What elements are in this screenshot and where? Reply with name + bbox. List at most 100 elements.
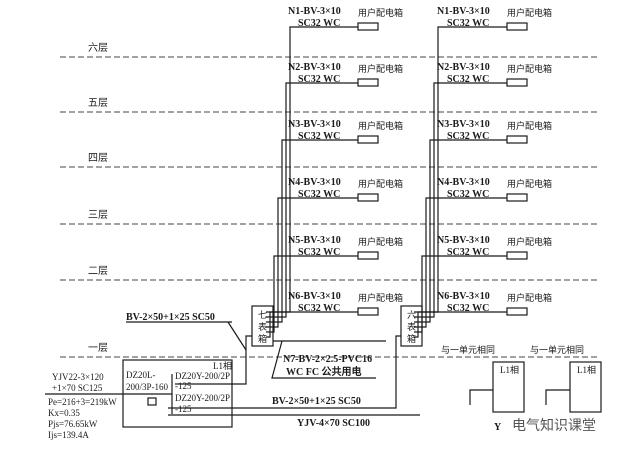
meter-box-6-label: 箱 <box>407 333 416 344</box>
incoming-conduit: +1×70 SC125 <box>52 383 103 393</box>
cut-off-label: Y <box>494 422 502 433</box>
main-breaker-label: DZ20L- <box>126 370 156 380</box>
user-box-label: 用户配电箱 <box>358 292 403 303</box>
branch-cable-label: N4-BV-3×10 <box>437 177 490 188</box>
branch-conduit-label: SC32 WC <box>298 303 340 314</box>
n7-label-1: N7-BV-2×2.5-PVC16 <box>283 354 372 365</box>
user-distribution-box <box>357 78 379 87</box>
unit-box-2-feed <box>469 389 493 405</box>
unit-box-label: L1相 <box>500 364 519 375</box>
user-box-label: 用户配电箱 <box>507 178 552 189</box>
floor-label: 五层 <box>88 97 108 109</box>
branch-conduit-label: SC32 WC <box>447 247 489 258</box>
user-box-label: 用户配电箱 <box>358 63 403 74</box>
branch-conduit-label: SC32 WC <box>447 18 489 29</box>
main-box-label: L1相 <box>213 360 232 371</box>
unit-box-3 <box>569 361 602 413</box>
unit-box-2 <box>492 361 525 413</box>
same-as-unit-label: 与一单元相同 <box>441 344 495 355</box>
branch-conduit-label: SC32 WC <box>447 74 489 85</box>
branch-cable-label: N6-BV-3×10 <box>437 291 490 302</box>
branch-cable-label: N2-BV-3×10 <box>437 62 490 73</box>
watermark: 电气知识课堂 <box>512 417 596 434</box>
feeder-mid-label: BV-2×50+1×25 SC50 <box>272 396 361 407</box>
branch-conduit-label: SC32 WC <box>298 18 340 29</box>
branch-cable-label: N3-BV-3×10 <box>288 119 341 130</box>
branch-cable-label: N2-BV-3×10 <box>288 62 341 73</box>
floor-label: 六层 <box>88 42 108 54</box>
user-distribution-box <box>357 251 379 260</box>
rcd-symbol <box>147 397 157 406</box>
feeder-to-box-6 <box>168 335 401 409</box>
user-box-label: 用户配电箱 <box>358 120 403 131</box>
demand-factor: Kx=0.35 <box>48 408 80 418</box>
feeder-bottom-label: YJV-4×70 SC100 <box>297 418 370 429</box>
branch-conduit-label: SC32 WC <box>447 303 489 314</box>
branch-cable-label: N6-BV-3×10 <box>288 291 341 302</box>
user-distribution-box <box>506 307 528 316</box>
user-box-label: 用户配电箱 <box>507 63 552 74</box>
branch-conduit-label: SC32 WC <box>298 247 340 258</box>
breaker-2-label: -125 <box>175 404 192 414</box>
meter-box-7 <box>251 305 274 347</box>
user-distribution-box <box>506 251 528 260</box>
floor-label: 四层 <box>88 152 108 164</box>
user-box-label: 用户配电箱 <box>358 236 403 247</box>
user-distribution-box <box>357 22 379 31</box>
unit-box-label: L1相 <box>577 364 596 375</box>
user-distribution-box <box>357 307 379 316</box>
branch-cable-label: N5-BV-3×10 <box>288 235 341 246</box>
incoming-cable: YJV22-3×120 <box>52 372 104 382</box>
meter-box-6-label: 六 <box>407 309 416 320</box>
unit-box-3-feed <box>545 389 570 405</box>
branch-cable-label: N3-BV-3×10 <box>437 119 490 130</box>
branch-cable-label: N4-BV-3×10 <box>288 177 341 188</box>
floor-label: 一层 <box>88 342 108 354</box>
main-breaker-label: 200/3P-160 <box>126 382 169 392</box>
user-box-label: 用户配电箱 <box>507 120 552 131</box>
user-distribution-box <box>506 193 528 202</box>
branch-riser-line <box>414 197 507 328</box>
branch-cable-label: N1-BV-3×10 <box>437 6 490 17</box>
branch-riser-line <box>266 197 358 328</box>
user-distribution-box <box>357 193 379 202</box>
user-distribution-box <box>506 22 528 31</box>
meter-box-7-label: 箱 <box>258 333 267 344</box>
branch-conduit-label: SC32 WC <box>447 131 489 142</box>
branch-cable-label: N1-BV-3×10 <box>288 6 341 17</box>
branch-riser-line <box>414 311 507 338</box>
meter-box-6 <box>400 305 423 347</box>
n7-leader <box>271 340 376 379</box>
user-distribution-box <box>506 135 528 144</box>
user-box-label: 用户配电箱 <box>358 178 403 189</box>
feeder-top-label: BV-2×50+1×25 SC50 <box>126 312 215 323</box>
branch-conduit-label: SC32 WC <box>298 131 340 142</box>
calculated-load: Pjs=76.65kW <box>48 419 98 429</box>
user-distribution-box <box>357 135 379 144</box>
branch-riser-line <box>266 311 358 338</box>
branch-riser-line <box>266 82 358 318</box>
calculated-current: Ijs=139.4A <box>48 430 89 440</box>
user-box-label: 用户配电箱 <box>507 236 552 247</box>
installed-load: Pe=216+3=219kW <box>48 397 117 407</box>
floor-label: 三层 <box>88 209 108 221</box>
breaker-1-label: -125 <box>175 381 192 391</box>
branch-conduit-label: SC32 WC <box>298 189 340 200</box>
feeder-top-leader <box>227 321 247 351</box>
branch-conduit-label: SC32 WC <box>447 189 489 200</box>
feeder-to-box-7 <box>175 335 252 385</box>
user-box-label: 用户配电箱 <box>507 292 552 303</box>
floor-label: 二层 <box>88 265 108 277</box>
branch-riser-line <box>414 82 507 318</box>
n7-label-2: WC FC 公共用电 <box>286 365 362 378</box>
branch-conduit-label: SC32 WC <box>298 74 340 85</box>
user-box-label: 用户配电箱 <box>358 7 403 18</box>
branch-cable-label: N5-BV-3×10 <box>437 235 490 246</box>
breaker-1-label: DZ20Y-200/2P <box>175 371 230 381</box>
meter-box-7-label: 表 <box>258 321 267 332</box>
user-box-label: 用户配电箱 <box>507 7 552 18</box>
meter-box-7-label: 七 <box>258 310 267 320</box>
